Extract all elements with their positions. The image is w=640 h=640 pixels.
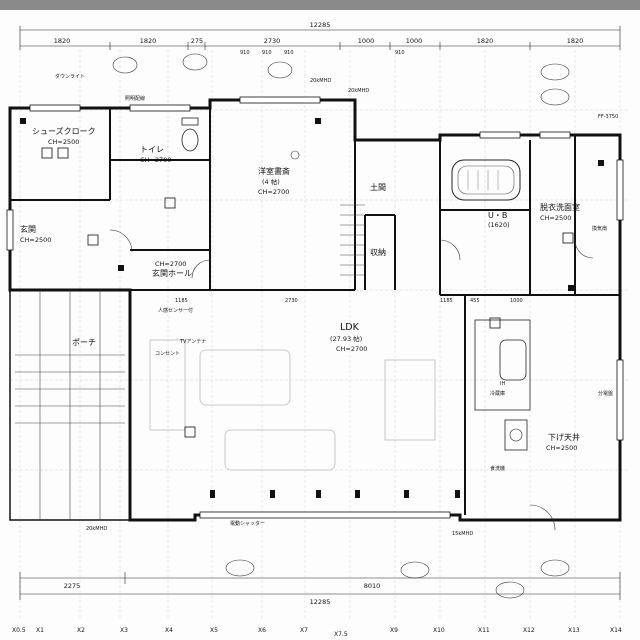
- room-entrance-name: 玄関: [20, 224, 36, 234]
- grid-label: X0.5: [12, 627, 26, 634]
- note: 15kMHD: [452, 531, 473, 537]
- interior-dim: 1185: [175, 298, 188, 304]
- top-dim-4: 2730: [264, 37, 281, 45]
- room-shoe-closet-name: シューズクローク: [32, 126, 96, 136]
- grid-label: X13: [568, 627, 580, 634]
- top-dim-3: 275: [191, 37, 203, 45]
- interior-dim: 910: [240, 50, 250, 56]
- room-hall-name: 玄関ホール: [152, 268, 192, 278]
- grid-label: X12: [523, 627, 535, 634]
- note: 食洗機: [490, 465, 505, 472]
- top-dim-6: 1000: [406, 37, 423, 45]
- note: 20kMHD: [348, 88, 369, 94]
- grid-label: X3: [120, 627, 128, 634]
- room-western-size: (4 帖): [262, 177, 280, 186]
- grid-label: X1: [36, 627, 44, 634]
- room-hall-ch: CH=2700: [155, 260, 186, 268]
- interior-dim: 910: [284, 50, 294, 56]
- interior-dim: 910: [395, 50, 405, 56]
- top-dim-2: 1820: [140, 37, 157, 45]
- bottom-dim-2: 8010: [364, 582, 381, 590]
- interior-dim: 2730: [285, 298, 298, 304]
- note: 換気扇: [592, 225, 607, 232]
- bottom-total-dimension: 12285: [310, 598, 331, 606]
- bottom-dim-1: 2275: [64, 582, 81, 590]
- room-pantry-ch: CH=2500: [546, 444, 577, 452]
- note: 冷蔵庫: [490, 390, 505, 397]
- interior-dim: 1185: [440, 298, 453, 304]
- note: コンセント: [155, 351, 180, 357]
- interior-dim: 455: [470, 298, 480, 304]
- note: TVアンテナ: [179, 339, 206, 345]
- grid-label: X6: [258, 627, 266, 634]
- room-western-name: 洋室書斎: [258, 166, 290, 176]
- room-ldk-ch: CH=2700: [336, 345, 367, 353]
- grid-label: X11: [478, 627, 490, 634]
- room-pantry-name: 下げ天井: [548, 432, 580, 442]
- interior-dim: 910: [262, 50, 272, 56]
- note: 人感センサー付: [158, 307, 193, 314]
- interior-dim: 1000: [510, 298, 523, 304]
- room-toilet-ch: CH=2700: [140, 156, 171, 164]
- top-dim-7: 1820: [477, 37, 494, 45]
- top-dim-1: 1820: [54, 37, 71, 45]
- top-total-dimension: 12285: [310, 21, 331, 29]
- room-porch-name: ポーチ: [72, 338, 96, 347]
- note: FF-3750: [598, 114, 618, 120]
- note: 20kMHD: [310, 78, 331, 84]
- grid-label: X9: [390, 627, 398, 634]
- room-earth-name: 土間: [370, 182, 386, 192]
- note: 分電盤: [598, 390, 613, 397]
- note: 電動シャッター: [230, 520, 265, 527]
- room-ldk-size: (27.93 帖): [330, 334, 362, 343]
- room-wash-name: 脱衣洗面室: [540, 202, 580, 212]
- grid-label: X10: [433, 627, 445, 634]
- room-western-ch: CH=2700: [258, 188, 289, 196]
- room-toilet-name: トイレ: [140, 145, 164, 154]
- room-bath-spec: (1620): [488, 221, 510, 229]
- grid-label: X2: [77, 627, 85, 634]
- room-storage-name: 収納: [370, 247, 386, 257]
- room-shoe-closet-ch: CH=2500: [48, 138, 79, 146]
- top-dim-8: 1820: [567, 37, 584, 45]
- room-bath-name: U・B: [488, 211, 507, 220]
- grid-label: X4: [165, 627, 173, 634]
- grid-label: X14: [610, 627, 622, 634]
- grid-label: X5: [210, 627, 218, 634]
- grid-label: X7: [300, 627, 308, 634]
- room-ldk-name: LDK: [340, 322, 360, 333]
- note: 20kMHD: [86, 526, 107, 532]
- note: 照明配線: [125, 95, 145, 102]
- note: IH: [500, 381, 505, 387]
- note: ダウンライト: [55, 73, 85, 80]
- top-dim-5: 1000: [358, 37, 375, 45]
- room-entrance-ch: CH=2500: [20, 236, 51, 244]
- room-wash-ch: CH=2500: [540, 214, 571, 222]
- grid-label: X7.5: [334, 631, 348, 638]
